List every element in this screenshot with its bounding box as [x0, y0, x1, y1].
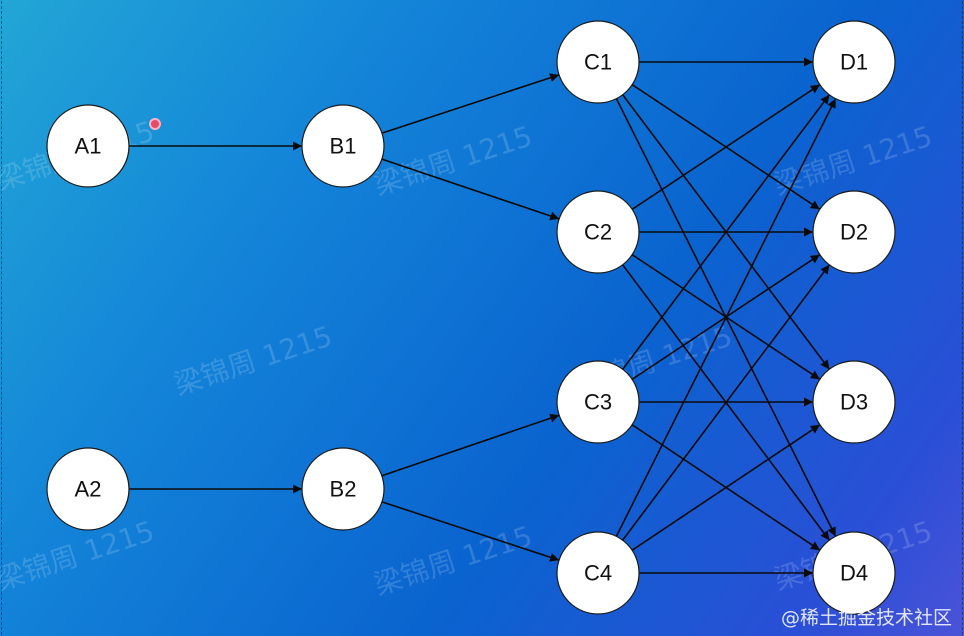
credit-watermark: @稀土掘金技术社区	[780, 607, 952, 629]
node-c1: C1	[556, 20, 640, 104]
node-label: B2	[330, 477, 357, 502]
node-d2: D2	[812, 190, 896, 274]
edge-c3-d1	[622, 94, 830, 370]
node-circle	[556, 360, 640, 444]
node-circle	[301, 447, 385, 531]
node-circle	[556, 190, 640, 274]
node-label: D2	[840, 220, 868, 245]
node-label: B1	[330, 134, 357, 159]
edge-c4-d2	[621, 264, 831, 541]
node-label: C3	[584, 390, 612, 415]
watermark-text: 梁锦周 1215	[170, 320, 336, 402]
edge-layer	[129, 57, 837, 578]
node-circle	[46, 447, 130, 531]
node-a1: A1	[46, 104, 130, 188]
node-c2: C2	[556, 190, 640, 274]
mouse-cursor-indicator	[149, 118, 161, 130]
node-circle	[556, 531, 640, 615]
node-label: A2	[75, 477, 102, 502]
node-circle	[46, 104, 130, 188]
node-d1: D1	[812, 20, 896, 104]
node-circle	[556, 20, 640, 104]
node-d3: D3	[812, 360, 896, 444]
node-label: C1	[584, 50, 612, 75]
node-c3: C3	[556, 360, 640, 444]
watermark-text: 梁锦周 1215	[370, 120, 536, 202]
node-a2: A2	[46, 447, 130, 531]
watermark-text: 梁锦周 1215	[770, 120, 936, 202]
edge-c4-d1	[615, 98, 837, 537]
edge-c2-d1	[631, 84, 821, 210]
watermark-text: 梁锦周 1215	[370, 520, 536, 602]
edge-c4-d3	[631, 424, 821, 551]
edge-b2-c4	[381, 501, 560, 562]
node-label: D4	[840, 561, 868, 586]
node-b1: B1	[301, 104, 385, 188]
node-c4: C4	[556, 531, 640, 615]
node-circle	[812, 531, 896, 615]
edge-b1-c2	[381, 158, 560, 221]
node-circle	[812, 190, 896, 274]
node-circle	[301, 104, 385, 188]
node-b2: B2	[301, 447, 385, 531]
node-circle	[812, 360, 896, 444]
node-d4: D4	[812, 531, 896, 615]
node-circle	[812, 20, 896, 104]
node-label: D1	[840, 50, 868, 75]
node-label: D3	[840, 390, 868, 415]
edge-b1-c1	[381, 73, 560, 134]
node-label: C4	[584, 561, 612, 586]
node-label: C2	[584, 220, 612, 245]
edge-b2-c3	[381, 413, 560, 477]
node-label: A1	[75, 134, 102, 159]
